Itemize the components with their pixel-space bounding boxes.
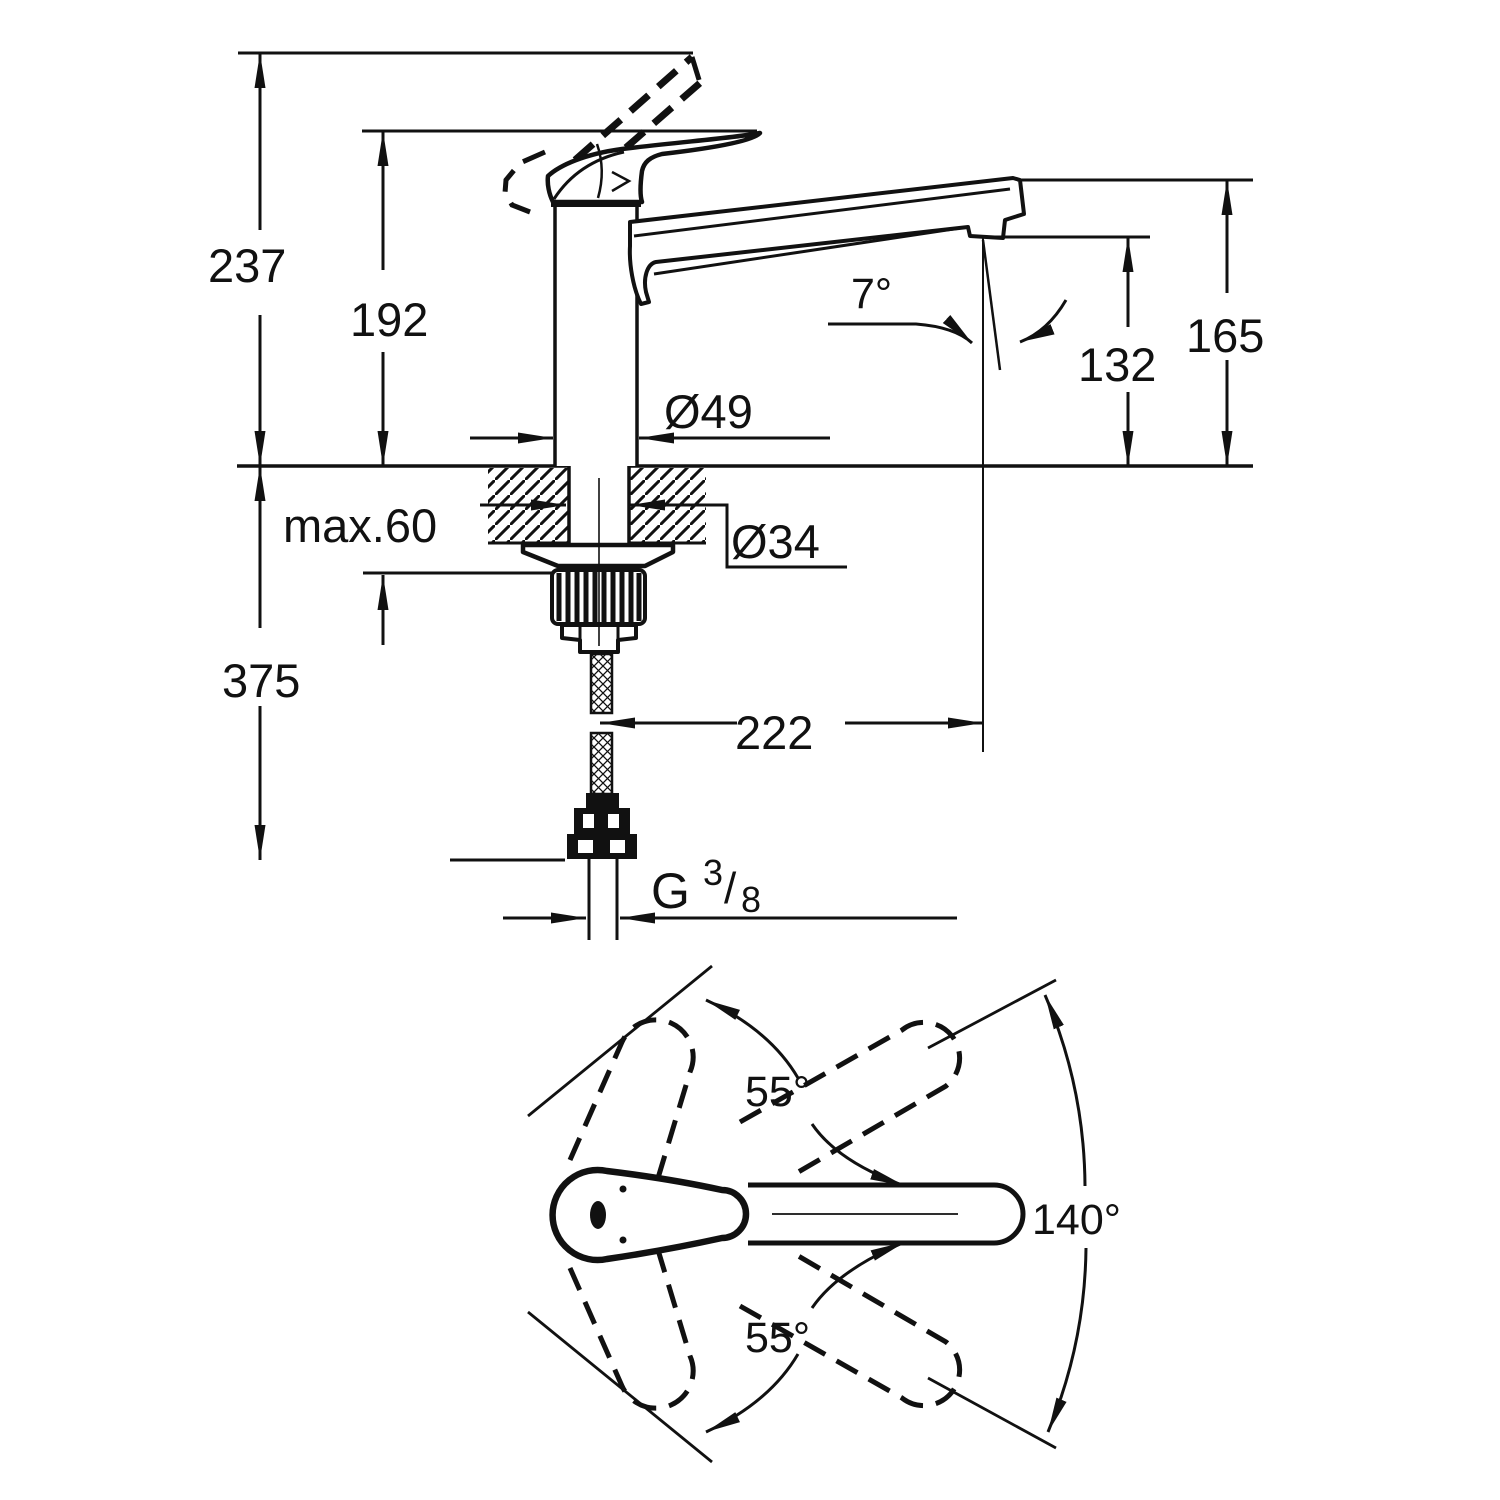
dim-swivel-lower-label: 55° [745, 1314, 810, 1362]
dim-below-depth-label: 375 [222, 654, 300, 707]
dim-swivel-upper: 55° [705, 998, 906, 1188]
handle-top-view [549, 1166, 750, 1264]
handle-dot-bottom [619, 1236, 627, 1244]
dim-below-depth: 375 [222, 466, 300, 860]
hose-fitting [567, 793, 637, 859]
washer-flange [520, 542, 676, 569]
dim-base-diameter-label: Ø49 [664, 385, 753, 438]
dimensions: 237 192 375 max.60 [208, 51, 1264, 924]
dim-projection-label: 222 [735, 706, 813, 759]
dim-swivel-total-label: 140° [1032, 1196, 1121, 1244]
dim-hole-diameter-label: Ø34 [731, 515, 820, 568]
dim-swivel-total: 140° [1032, 994, 1121, 1433]
dim-body-height: 192 [350, 131, 428, 466]
dim-outlet-angle: 7° [828, 238, 1068, 752]
dim-body-height-label: 192 [350, 293, 428, 346]
dim-projection: 222 [600, 706, 983, 759]
dim-thread-label: G 3 / 8 [651, 852, 761, 920]
handle-ghost-positions [567, 1017, 963, 1411]
dim-deck-thickness: max.60 [283, 499, 437, 645]
ghost-lower-left [567, 1239, 696, 1411]
top-view: 55° 55° 140° [527, 964, 1121, 1464]
dim-thread: G 3 / 8 [503, 852, 957, 924]
spout [627, 176, 1026, 306]
dim-hole-diameter: Ø34 [480, 499, 847, 569]
supply-hose [589, 652, 614, 796]
spout-top-view [748, 1182, 1026, 1246]
dim-deck-thickness-label: max.60 [283, 499, 437, 552]
dim-swivel-lower: 55° [705, 1240, 906, 1434]
dim-spout-tip-height: 165 [1186, 180, 1264, 466]
dim-total-height-label: 237 [208, 239, 286, 292]
handle-hole-mark [590, 1201, 606, 1229]
stream-angle-line [981, 239, 1002, 371]
dim-total-height: 237 [208, 53, 286, 466]
handle-lever [545, 130, 763, 207]
side-view: 237 192 375 max.60 [208, 51, 1264, 940]
ghost-upper-left [567, 1017, 696, 1189]
dim-swivel-upper-label: 55° [745, 1068, 810, 1116]
ghost-lower-right [738, 1247, 963, 1409]
dim-outlet-height: 132 [1078, 237, 1156, 466]
dim-spout-tip-height-label: 165 [1186, 309, 1264, 362]
dim-outlet-angle-label: 7° [851, 270, 892, 318]
dim-outlet-height-label: 132 [1078, 338, 1156, 391]
ghost-upper-right [738, 1019, 963, 1181]
dim-base-diameter: Ø49 [470, 385, 830, 444]
handle-dot-top [619, 1185, 627, 1193]
faucet-body [553, 205, 639, 466]
connection-pipe [587, 859, 619, 940]
